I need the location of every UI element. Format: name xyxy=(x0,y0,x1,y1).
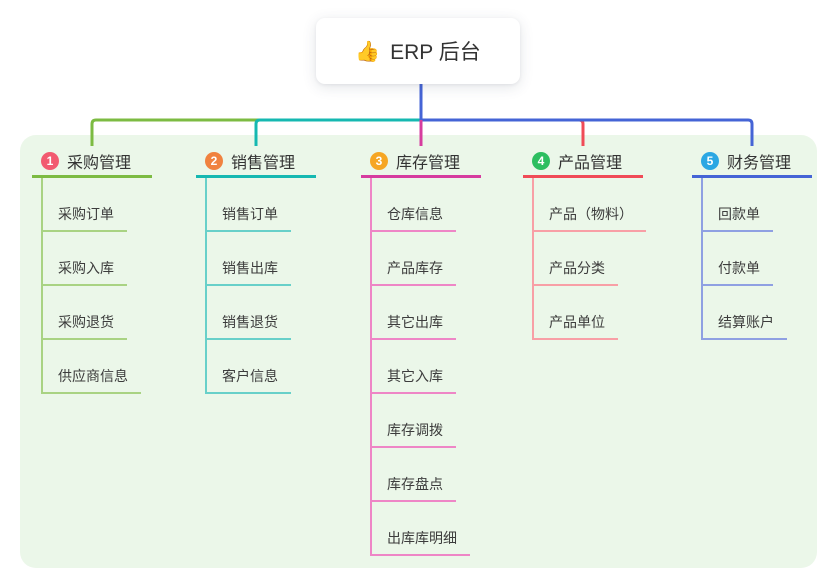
node-row: 其它出库 xyxy=(372,286,481,340)
node-sales-order[interactable]: 销售订单 xyxy=(207,204,291,232)
node-product-category[interactable]: 产品分类 xyxy=(534,258,618,286)
node-row: 销售退货 xyxy=(207,286,316,340)
node-row: 供应商信息 xyxy=(43,340,152,394)
branch-children-inventory: 仓库信息 产品库存 其它出库 其它入库 库存调拨 库存盘点 出库库明细 xyxy=(370,178,481,556)
node-row: 库存盘点 xyxy=(372,448,481,502)
node-row: 回款单 xyxy=(703,178,812,232)
thumbs-up-icon: 👍 xyxy=(355,40,381,63)
node-row: 产品分类 xyxy=(534,232,646,286)
node-receipt-doc[interactable]: 回款单 xyxy=(703,204,773,232)
branch-sales: 2 销售管理 销售订单 销售出库 销售退货 客户信息 xyxy=(196,147,316,394)
branch-children-finance: 回款单 付款单 结算账户 xyxy=(701,178,812,340)
node-row: 产品（物料） xyxy=(534,178,646,232)
branch-children-sales: 销售订单 销售出库 销售退货 客户信息 xyxy=(205,178,316,394)
node-other-inbound[interactable]: 其它入库 xyxy=(372,366,456,394)
node-row: 客户信息 xyxy=(207,340,316,394)
node-row: 销售订单 xyxy=(207,178,316,232)
node-stock-transfer[interactable]: 库存调拨 xyxy=(372,420,456,448)
root-node-label: ERP 后台 xyxy=(390,41,481,64)
branch-title-finance[interactable]: 5 财务管理 xyxy=(692,147,812,178)
node-stock-taking[interactable]: 库存盘点 xyxy=(372,474,456,502)
branch-title-label: 财务管理 xyxy=(727,155,792,172)
node-payment-doc[interactable]: 付款单 xyxy=(703,258,773,286)
node-row: 仓库信息 xyxy=(372,178,481,232)
node-warehouse-info[interactable]: 仓库信息 xyxy=(372,204,456,232)
node-customer-info[interactable]: 客户信息 xyxy=(207,366,291,394)
branch-title-label: 库存管理 xyxy=(396,155,461,172)
badge-1: 1 xyxy=(41,152,59,170)
node-inout-detail[interactable]: 出库库明细 xyxy=(372,528,470,556)
node-row: 出库库明细 xyxy=(372,502,481,556)
node-row: 结算账户 xyxy=(703,286,812,340)
node-sales-outbound[interactable]: 销售出库 xyxy=(207,258,291,286)
node-row: 库存调拨 xyxy=(372,394,481,448)
branch-children-product: 产品（物料） 产品分类 产品单位 xyxy=(532,178,646,340)
badge-5: 5 xyxy=(701,152,719,170)
canvas-panel xyxy=(20,135,817,568)
node-settlement-account[interactable]: 结算账户 xyxy=(703,312,787,340)
node-product-material[interactable]: 产品（物料） xyxy=(534,204,646,232)
node-purchase-return[interactable]: 采购退货 xyxy=(43,312,127,340)
branch-inventory: 3 库存管理 仓库信息 产品库存 其它出库 其它入库 库存调拨 库存盘点 出库库… xyxy=(361,147,481,556)
node-row: 产品库存 xyxy=(372,232,481,286)
branch-purchase: 1 采购管理 采购订单 采购入库 采购退货 供应商信息 xyxy=(32,147,152,394)
node-row: 采购退货 xyxy=(43,286,152,340)
branch-title-product[interactable]: 4 产品管理 xyxy=(523,147,643,178)
branch-title-sales[interactable]: 2 销售管理 xyxy=(196,147,316,178)
node-row: 采购入库 xyxy=(43,232,152,286)
node-row: 其它入库 xyxy=(372,340,481,394)
branch-finance: 5 财务管理 回款单 付款单 结算账户 xyxy=(692,147,812,340)
node-sales-return[interactable]: 销售退货 xyxy=(207,312,291,340)
node-purchase-inbound[interactable]: 采购入库 xyxy=(43,258,127,286)
node-purchase-order[interactable]: 采购订单 xyxy=(43,204,127,232)
badge-2: 2 xyxy=(205,152,223,170)
node-other-outbound[interactable]: 其它出库 xyxy=(372,312,456,340)
root-node-erp[interactable]: 👍 ERP 后台 xyxy=(316,18,520,84)
branch-title-label: 销售管理 xyxy=(231,155,296,172)
badge-4: 4 xyxy=(532,152,550,170)
branch-title-purchase[interactable]: 1 采购管理 xyxy=(32,147,152,178)
branch-title-inventory[interactable]: 3 库存管理 xyxy=(361,147,481,178)
branch-title-label: 产品管理 xyxy=(558,155,623,172)
node-row: 销售出库 xyxy=(207,232,316,286)
node-supplier-info[interactable]: 供应商信息 xyxy=(43,366,141,394)
node-product-stock[interactable]: 产品库存 xyxy=(372,258,456,286)
branch-product: 4 产品管理 产品（物料） 产品分类 产品单位 xyxy=(523,147,646,340)
node-row: 产品单位 xyxy=(534,286,646,340)
node-row: 采购订单 xyxy=(43,178,152,232)
node-row: 付款单 xyxy=(703,232,812,286)
branch-children-purchase: 采购订单 采购入库 采购退货 供应商信息 xyxy=(41,178,152,394)
branch-title-label: 采购管理 xyxy=(67,155,132,172)
badge-3: 3 xyxy=(370,152,388,170)
node-product-unit[interactable]: 产品单位 xyxy=(534,312,618,340)
